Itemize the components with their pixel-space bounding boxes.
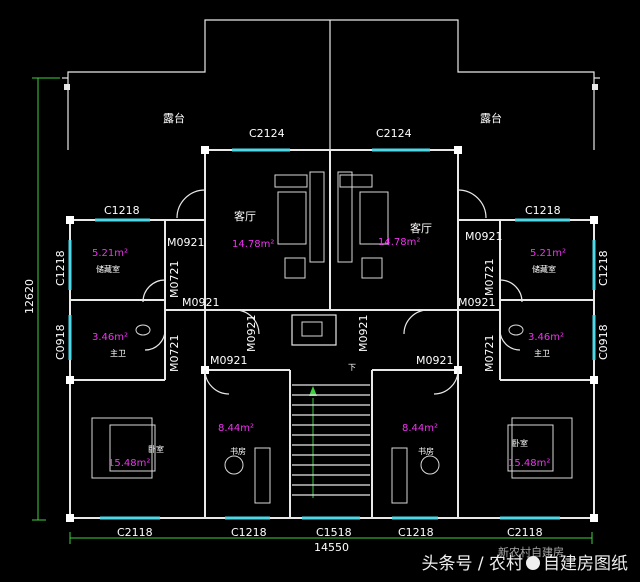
furniture bbox=[91, 171, 573, 504]
window-c1218-top-left: C1218 bbox=[104, 204, 140, 217]
door-m0921-h: M0921 bbox=[357, 315, 370, 353]
window-c0918-left: C0918 bbox=[54, 324, 67, 360]
study-left-area: 8.44m² bbox=[218, 423, 254, 434]
windows bbox=[68, 148, 596, 520]
door-m0921-g: M0921 bbox=[245, 315, 258, 353]
bed-left-label: 卧室 bbox=[148, 444, 164, 454]
door-m0921-a: M0921 bbox=[167, 236, 205, 249]
walls bbox=[66, 146, 598, 522]
window-c1218-bottom-right: C1218 bbox=[398, 526, 434, 539]
study-right-label: 书房 bbox=[418, 446, 434, 456]
window-c1218-bottom-left: C1218 bbox=[231, 526, 267, 539]
living-left-label: 客厅 bbox=[234, 209, 256, 223]
door-m0921-b: M0921 bbox=[465, 230, 503, 243]
dimension-lines bbox=[32, 77, 593, 544]
door-m0721-b: M0721 bbox=[168, 335, 181, 373]
door-m0721-a: M0721 bbox=[168, 261, 181, 299]
terrace-walls bbox=[62, 19, 600, 150]
doors bbox=[142, 189, 523, 395]
storage-right-area: 5.21m² bbox=[530, 248, 566, 259]
storage-right-label: 储藏室 bbox=[532, 264, 556, 274]
window-c1218-side-left: C1218 bbox=[54, 250, 67, 286]
study-right-area: 8.44m² bbox=[402, 423, 438, 434]
door-m0921-c: M0921 bbox=[182, 296, 220, 309]
door-m0721-d: M0721 bbox=[483, 335, 496, 373]
study-left-label: 书房 bbox=[230, 446, 246, 456]
window-c2118-bottom-left: C2118 bbox=[117, 526, 153, 539]
door-m0921-d: M0921 bbox=[458, 296, 496, 309]
storage-left-label: 储藏室 bbox=[96, 264, 120, 274]
bath-right-label: 主卫 bbox=[534, 348, 550, 358]
bath-left-area: 3.46m² bbox=[92, 332, 128, 343]
overall-height-dimension: 12620 bbox=[23, 279, 36, 314]
living-right-label: 客厅 bbox=[410, 221, 432, 235]
terrace-right-label: 露台 bbox=[480, 111, 502, 125]
window-c2124-left: C2124 bbox=[249, 127, 285, 140]
storage-left-area: 5.21m² bbox=[92, 248, 128, 259]
terrace-left-label: 露台 bbox=[163, 111, 185, 125]
overall-width-dimension: 14550 bbox=[314, 541, 349, 554]
watermark: 头条号 / 农村自建房图纸 bbox=[415, 547, 634, 576]
window-c1218-side-right: C1218 bbox=[597, 250, 610, 286]
living-right-area: 14.78m² bbox=[378, 237, 420, 248]
bed-left-area: 15.48m² bbox=[108, 458, 150, 469]
window-c2118-bottom-right: C2118 bbox=[507, 526, 543, 539]
bath-left-label: 主卫 bbox=[110, 348, 126, 358]
stair bbox=[292, 384, 370, 496]
window-c1518-bottom: C1518 bbox=[316, 526, 352, 539]
living-left-area: 14.78m² bbox=[232, 239, 274, 250]
bed-right-area: 15.48m² bbox=[508, 458, 550, 469]
door-m0921-f: M0921 bbox=[416, 354, 454, 367]
watermark-right: 自建房图纸 bbox=[543, 554, 628, 574]
door-m0921-e: M0921 bbox=[210, 354, 248, 367]
window-c1218-top-right: C1218 bbox=[525, 204, 561, 217]
window-c2124-right: C2124 bbox=[376, 127, 412, 140]
labels: 露台 露台 C2124 C2124 C1218 C1218 客厅 14.78m²… bbox=[23, 111, 610, 559]
stair-down-label: 下 bbox=[348, 363, 356, 372]
account-icon bbox=[526, 556, 540, 570]
window-c0918-right: C0918 bbox=[597, 324, 610, 360]
watermark-left: 头条号 / 农村 bbox=[421, 554, 523, 574]
watermark-overlay: 新农村自建房 bbox=[498, 545, 564, 559]
door-m0721-c: M0721 bbox=[483, 259, 496, 297]
bed-right-label: 卧室 bbox=[512, 438, 528, 448]
bath-right-area: 3.46m² bbox=[528, 332, 564, 343]
